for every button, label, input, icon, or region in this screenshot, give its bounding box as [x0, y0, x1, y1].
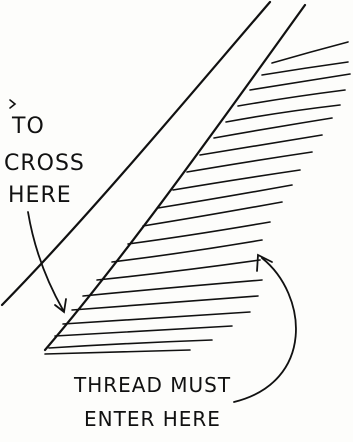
cross-arrow [28, 212, 66, 312]
tick-mark [10, 100, 15, 108]
label-here: HERE [8, 183, 72, 208]
inner-strand-line [45, 5, 305, 350]
label-to: TO [11, 114, 45, 139]
label-enter-here: ENTER HERE [84, 407, 221, 431]
hatched-thread-wedge [45, 42, 350, 354]
enter-arrow [234, 255, 296, 402]
label-cross: CROSS [4, 151, 85, 176]
label-thread-must: THREAD MUST [73, 373, 231, 397]
